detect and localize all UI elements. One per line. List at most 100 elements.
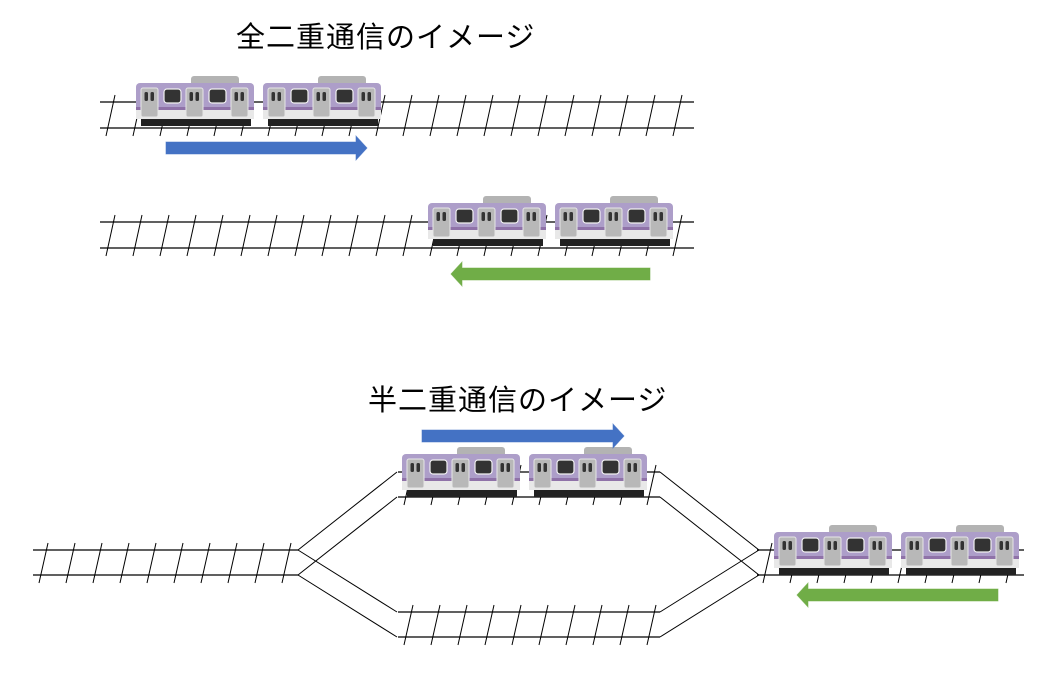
rail-tie	[762, 542, 773, 584]
rail-tie	[646, 604, 657, 646]
rail-tie	[672, 214, 683, 257]
rail-tie	[254, 542, 265, 584]
door-window	[195, 92, 199, 101]
rail-tie	[538, 604, 549, 646]
car-door	[533, 458, 552, 489]
car-door	[496, 458, 515, 489]
car-underframe	[268, 119, 378, 126]
door-window	[588, 463, 592, 472]
half-duplex-right-train	[774, 525, 1019, 575]
door-window	[872, 541, 876, 550]
switch-line	[659, 496, 760, 576]
rail-tie	[375, 214, 386, 257]
rail-tie	[457, 604, 468, 646]
door-window	[506, 463, 510, 472]
rail-tie	[146, 542, 157, 584]
door-window	[416, 463, 420, 472]
door-window	[240, 92, 244, 101]
car-door	[823, 536, 842, 567]
rail-tie	[159, 214, 170, 257]
car-window	[973, 537, 992, 553]
door-window	[909, 541, 913, 550]
car-door	[185, 87, 204, 118]
door-window	[436, 212, 440, 221]
rail-tie	[429, 94, 440, 137]
car-door	[559, 207, 578, 238]
car-window	[335, 88, 354, 104]
rail-tie	[348, 214, 359, 257]
rail-tie	[565, 604, 576, 646]
switch-line	[659, 549, 760, 613]
door-window	[788, 541, 792, 550]
rail-tie	[672, 94, 683, 137]
half-duplex-lower-branch	[398, 604, 660, 646]
car-door	[868, 536, 887, 567]
car-underframe	[141, 119, 251, 126]
door-window	[277, 92, 281, 101]
door-window	[563, 212, 567, 221]
rail-tie	[105, 214, 116, 257]
rail-tie	[281, 542, 292, 584]
door-window	[659, 212, 663, 221]
rail-tie	[484, 604, 495, 646]
rail-tie	[240, 214, 251, 257]
door-window	[234, 92, 238, 101]
rail-tie	[200, 542, 211, 584]
door-window	[782, 541, 786, 550]
car-door	[995, 536, 1014, 567]
door-window	[316, 92, 320, 101]
door-window	[481, 212, 485, 221]
door-window	[487, 212, 491, 221]
car-underframe	[534, 490, 644, 497]
car-window	[474, 459, 493, 475]
rail-tie	[510, 94, 521, 137]
car-door	[578, 458, 597, 489]
car-door	[312, 87, 331, 118]
right-arrow-icon	[165, 134, 368, 162]
car-door	[230, 87, 249, 118]
rail-tie	[456, 94, 467, 137]
door-window	[526, 212, 530, 221]
door-window	[569, 212, 573, 221]
full-duplex-upper-train	[136, 76, 381, 126]
rail-tie	[430, 604, 441, 646]
rail-tie	[213, 214, 224, 257]
car-window	[627, 208, 646, 224]
half-duplex-title: 半二重通信のイメージ	[368, 383, 668, 417]
door-window	[322, 92, 326, 101]
rail-tie	[618, 94, 629, 137]
car-window	[163, 88, 182, 104]
train-car	[901, 525, 1019, 575]
rail-tie	[38, 542, 49, 584]
car-door	[267, 87, 286, 118]
train-car	[774, 525, 892, 575]
car-door	[623, 458, 642, 489]
car-window	[208, 88, 227, 104]
car-underframe	[560, 239, 670, 246]
door-window	[150, 92, 154, 101]
car-door	[604, 207, 623, 238]
door-window	[614, 212, 618, 221]
door-window	[271, 92, 275, 101]
full-duplex-title: 全二重通信のイメージ	[236, 20, 536, 54]
rail-tie	[402, 214, 413, 257]
door-window	[954, 541, 958, 550]
car-door	[522, 207, 541, 238]
train-car	[529, 447, 647, 497]
car-door	[477, 207, 496, 238]
rail-tie	[564, 94, 575, 137]
rail-tie	[483, 94, 494, 137]
half-duplex-left-track	[33, 542, 298, 584]
car-door	[905, 536, 924, 567]
door-window	[1005, 541, 1009, 550]
car-window	[500, 208, 519, 224]
door-window	[582, 463, 586, 472]
car-window	[455, 208, 474, 224]
door-window	[410, 463, 414, 472]
car-door	[451, 458, 470, 489]
rail-tie	[105, 94, 116, 137]
switch-line	[297, 574, 398, 638]
car-door	[778, 536, 797, 567]
rail-tie	[592, 604, 603, 646]
